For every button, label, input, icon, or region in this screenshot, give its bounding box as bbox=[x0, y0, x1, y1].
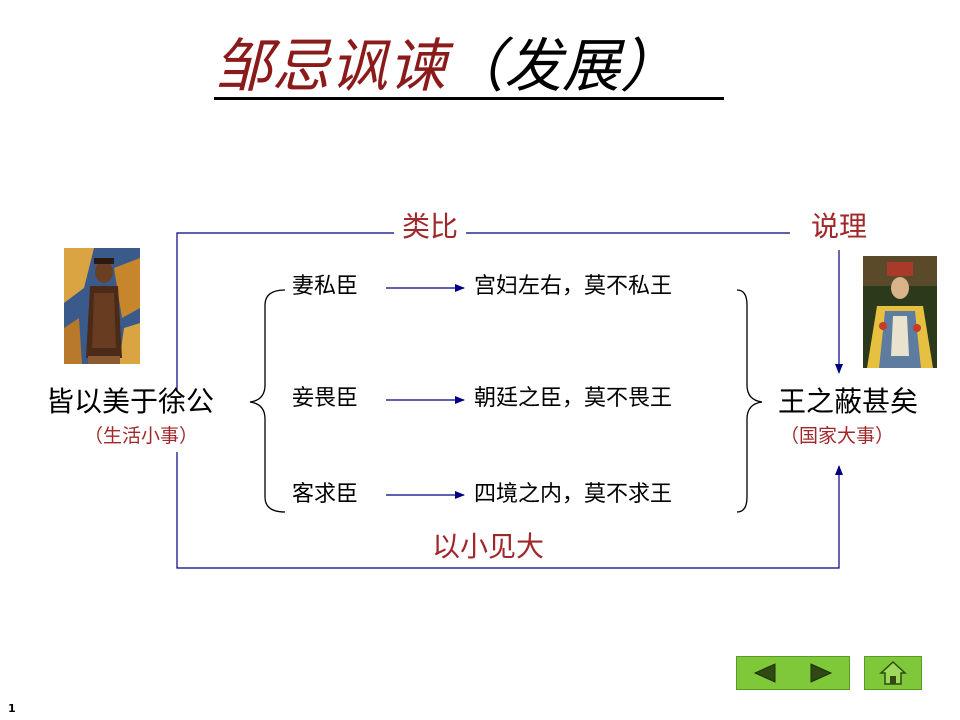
label-small-to-big: 以小见大 bbox=[432, 530, 545, 563]
right-brace bbox=[736, 289, 763, 513]
title-main: 邹忌讽谏 bbox=[214, 32, 447, 100]
top-connector bbox=[176, 232, 790, 392]
title-suffix: （发展） bbox=[446, 32, 679, 100]
page-number: 1 bbox=[8, 702, 16, 715]
left-main-text: 皆以美于徐公 bbox=[46, 385, 215, 418]
row-3-to: 四境之内，莫不求王 bbox=[474, 482, 673, 507]
row-3-from: 客求臣 bbox=[292, 482, 359, 507]
next-button[interactable] bbox=[793, 657, 849, 689]
zouji-portrait bbox=[64, 248, 140, 364]
left-sub-text: （生活小事） bbox=[84, 425, 199, 447]
nav-bar bbox=[736, 656, 850, 690]
row-1-from: 妻私臣 bbox=[292, 274, 359, 299]
row-2-from: 妾畏臣 bbox=[292, 386, 359, 411]
home-button[interactable] bbox=[864, 656, 922, 690]
label-reasoning: 说理 bbox=[803, 210, 876, 244]
row-1-to: 宫妇左右，莫不私王 bbox=[474, 274, 673, 299]
king-portrait bbox=[863, 256, 937, 368]
left-brace bbox=[249, 289, 286, 513]
right-main-text: 王之蔽甚矣 bbox=[778, 385, 919, 418]
bottom-connector bbox=[176, 452, 843, 569]
home-icon bbox=[879, 660, 907, 685]
prev-button[interactable] bbox=[737, 657, 793, 689]
page-title: 邹忌讽谏（发展） bbox=[214, 30, 678, 102]
triangle-left-icon bbox=[753, 663, 776, 683]
right-sub-text: （国家大事） bbox=[780, 425, 895, 447]
triangle-right-icon bbox=[810, 663, 833, 683]
label-analogy: 类比 bbox=[394, 210, 467, 244]
title-underline bbox=[214, 97, 724, 100]
row-2-to: 朝廷之臣，莫不畏王 bbox=[474, 386, 673, 411]
